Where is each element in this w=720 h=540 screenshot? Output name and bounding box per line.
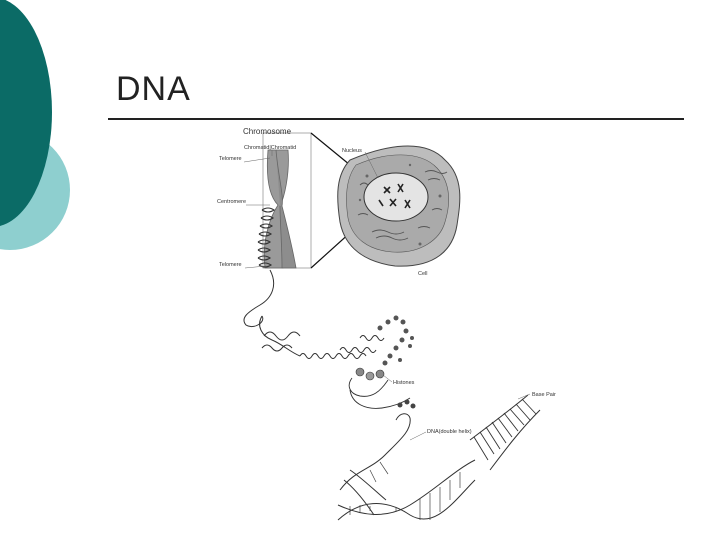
histones: [348, 367, 411, 409]
organelles: [357, 170, 448, 241]
label-nucleus: Nucleus: [342, 148, 362, 154]
nucleus: [363, 172, 429, 222]
dna-beads: [397, 399, 416, 409]
dna-diagram: Chromosome Chromatid|Chromatid Telomere …: [217, 127, 556, 521]
base-pair-ladder: [469, 394, 541, 471]
label-chromosome: Chromosome: [243, 127, 292, 136]
label-telomere-top: Telomere: [219, 156, 242, 162]
dna-leader-line: [409, 431, 427, 441]
label-dna: DNA(double helix): [427, 429, 472, 435]
vesicles: [358, 163, 442, 246]
histones-leader-line: [382, 374, 393, 383]
title-divider: [108, 118, 684, 120]
base-pair-leader-line: [517, 393, 531, 400]
nucleus-chromosomes: [378, 183, 411, 209]
nucleosome-beads: [377, 315, 414, 366]
chromosome: [257, 149, 297, 269]
label-base-pair: Base Pair: [532, 392, 556, 398]
label-cell: Cell: [418, 271, 427, 277]
label-centromere: Centromere: [217, 199, 246, 205]
cell: [337, 145, 461, 267]
label-histones: Histones: [393, 380, 415, 386]
dna-double-helix: [337, 413, 476, 521]
decor-dark-circle: [0, 0, 52, 226]
label-telomere-bottom: Telomere: [219, 262, 242, 268]
chromatin-strand: [243, 269, 385, 359]
slide-title: DNA: [116, 70, 191, 108]
chromosome-leader-lines: [243, 150, 273, 269]
nucleus-leader-line: [364, 151, 379, 179]
label-chromatid: Chromatid|Chromatid: [244, 145, 296, 151]
